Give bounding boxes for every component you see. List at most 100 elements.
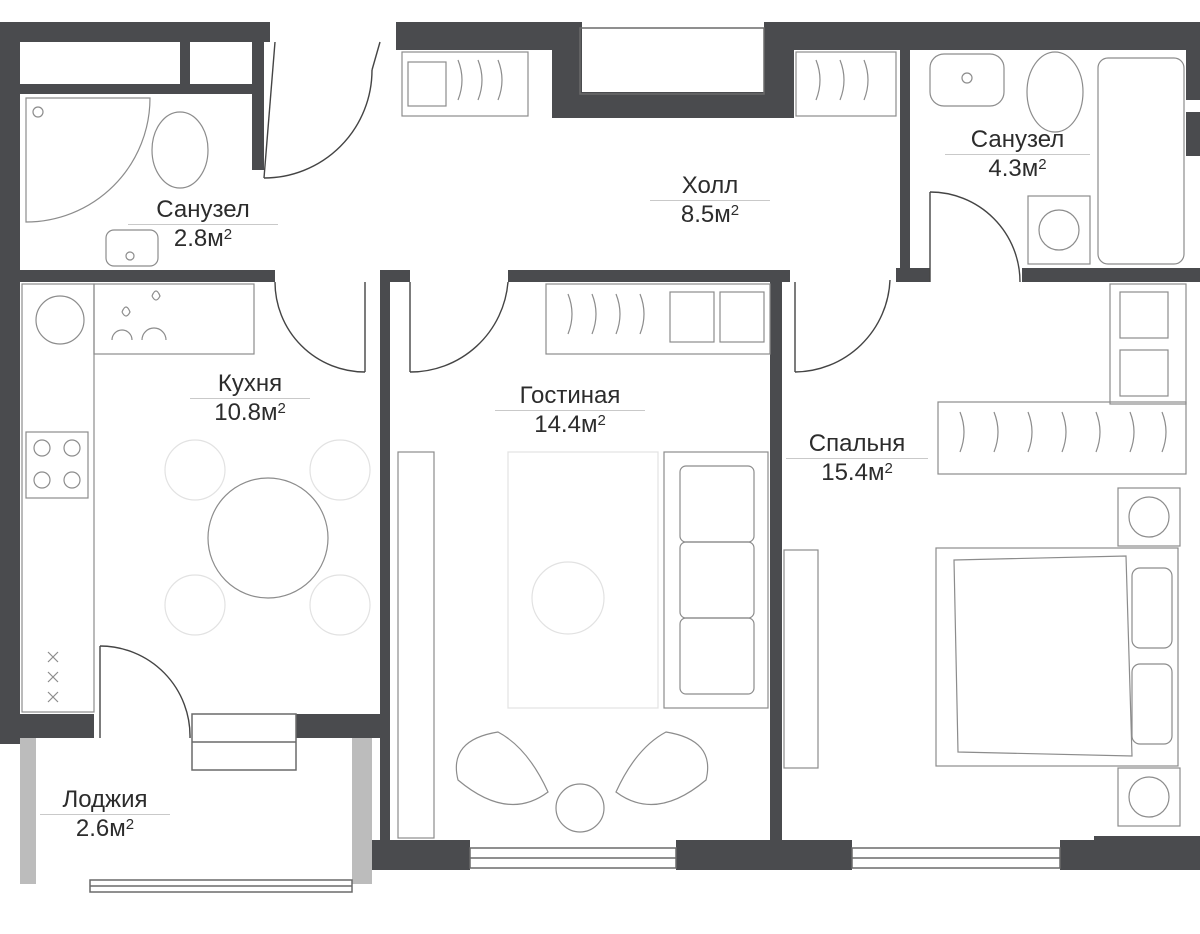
kitchen-furniture (21, 283, 329, 713)
wall-bath2-left (900, 50, 910, 272)
sink-1-icon (105, 229, 159, 267)
living-box-1-icon (669, 291, 715, 343)
wall-left (0, 22, 20, 714)
bed-blanket (953, 555, 1133, 757)
wall-top-left (0, 22, 270, 42)
wall-kitchen-bottom-right (296, 714, 390, 738)
bathtub-icon (1097, 57, 1185, 265)
sofa-frame (663, 451, 769, 709)
wall-top-right (764, 22, 1200, 50)
wall-bottom-1 (372, 840, 470, 870)
wall-kitchen-living (380, 270, 390, 850)
hall-furniture (401, 51, 897, 117)
hall-shoe-box-icon (407, 61, 447, 107)
bedroom-tv-stand (783, 549, 819, 769)
lamp-bottom-icon (1128, 776, 1170, 818)
bedroom-box-2-icon (1119, 349, 1169, 397)
washing-machine-icon (1027, 195, 1091, 265)
room-area: 2.8м2 (173, 225, 233, 252)
wall-bath2-stub-left (896, 268, 930, 282)
sofa-cushion-2 (679, 541, 755, 619)
wall-living-bedroom (770, 270, 782, 850)
bedroom-furniture (783, 283, 1187, 827)
bathroom-1-fixtures (25, 97, 209, 267)
door-bedroom-swing (794, 279, 891, 373)
armchair-right-icon (615, 731, 709, 805)
dining-table (207, 477, 329, 599)
living-rug (507, 451, 659, 709)
room-label-kitchen: Кухня 10.8м2 (190, 370, 310, 427)
bedroom-hangers-icon (959, 411, 1167, 453)
hall-hangers-left-icon (457, 59, 503, 101)
coffee-table (531, 561, 605, 635)
tv-stand (397, 451, 435, 839)
wall-right-top (1186, 50, 1200, 100)
pillow-2-icon (1131, 663, 1173, 745)
burner-1-icon (33, 439, 51, 457)
sink-1-drain-icon (125, 251, 135, 261)
room-area: 4.3м2 (988, 155, 1047, 182)
room-label-living-room: Гостиная 14.4м2 (495, 382, 645, 439)
door-entrance-swing (263, 69, 373, 179)
side-table-icon (555, 783, 605, 833)
wall-bath1-inner (20, 84, 252, 94)
room-label-bedroom: Спальня 15.4м2 (786, 430, 928, 487)
room-name: Спальня (786, 430, 928, 459)
dishwasher-icon (111, 290, 167, 341)
sofa-cushion-3 (679, 617, 755, 695)
wall-right-mid (1186, 112, 1200, 156)
cooktop-icon (25, 431, 89, 499)
bathroom-2-fixtures (929, 51, 1185, 265)
burner-3-icon (33, 471, 51, 489)
wall-bath2-bottom (1022, 268, 1200, 282)
room-name: Кухня (190, 370, 310, 399)
wall-bath1-niche (180, 42, 190, 86)
wall-loggia-left (20, 738, 36, 884)
room-name: Санузел (945, 126, 1090, 155)
lamp-top-icon (1128, 496, 1170, 538)
bedroom-box-1-icon (1119, 291, 1169, 339)
kitchen-counter-top (93, 283, 255, 355)
hall-wardrobe-right (795, 51, 897, 117)
chair-3-icon (164, 574, 226, 636)
hall-wardrobe-left (401, 51, 529, 117)
room-name: Гостиная (495, 382, 645, 411)
wall-living-top (508, 270, 790, 282)
wall-bottom-right (1094, 836, 1200, 866)
shower-drain-icon (32, 106, 44, 118)
wall-left-corner (0, 714, 20, 744)
chair-4-icon (309, 574, 371, 636)
wall-kitchen-bottom-left (20, 714, 94, 738)
living-wardrobe (545, 283, 771, 355)
door-bath2-swing (929, 191, 1021, 283)
room-area: 10.8м2 (214, 399, 286, 426)
kitchen-counter-left (21, 283, 95, 713)
pillow-1-icon (1131, 567, 1173, 649)
living-box-2-icon (719, 291, 765, 343)
room-label-bathroom-1: Санузел 2.8м2 (128, 196, 278, 253)
wall-shaft-bottom (552, 92, 790, 118)
room-area: 14.4м2 (534, 411, 606, 438)
living-hangers-icon (567, 293, 645, 335)
wall-bottom-2 (676, 840, 852, 870)
bed-frame (935, 547, 1179, 767)
bedroom-wardrobe (937, 401, 1187, 475)
toilet-1-icon (151, 111, 209, 189)
kitchen-chairs-ghost (164, 439, 371, 636)
nightstand-top (1117, 487, 1181, 547)
bedroom-shelf (1109, 283, 1187, 405)
living-rug-ghost (507, 451, 659, 709)
door-bath1-frame (263, 41, 276, 179)
room-label-loggia: Лоджия 2.6м2 (40, 786, 170, 843)
room-area: 15.4м2 (821, 459, 893, 486)
door-kitchen-swing (274, 281, 366, 373)
room-area: 2.6м2 (75, 815, 135, 842)
burner-4-icon (63, 471, 81, 489)
walls (0, 22, 1200, 884)
room-name: Лоджия (40, 786, 170, 815)
wall-loggia-right (352, 738, 372, 884)
living-room-furniture (397, 283, 771, 839)
armchair-left-icon (455, 731, 549, 805)
room-label-hall: Холл 8.5м2 (650, 172, 770, 229)
